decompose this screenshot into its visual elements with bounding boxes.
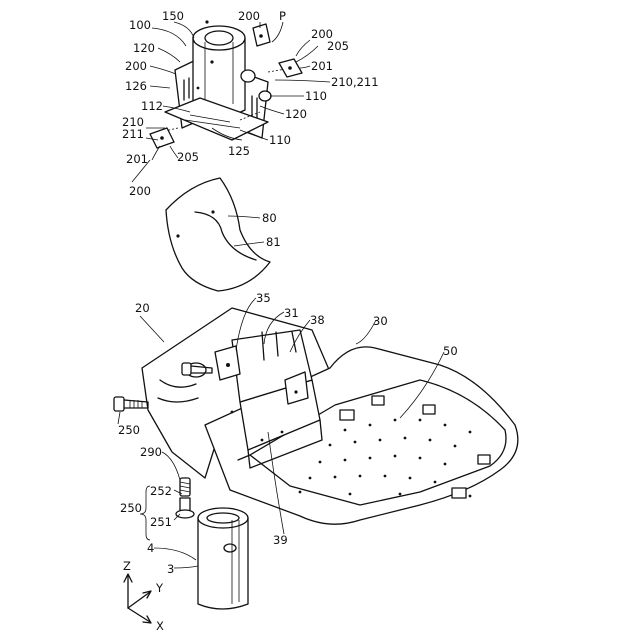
label-200-bottom: 200 (129, 184, 151, 198)
label-80: 80 (262, 211, 277, 225)
label-150: 150 (162, 9, 184, 23)
label-120-right: 120 (285, 107, 307, 121)
label-126: 126 (125, 79, 147, 93)
label-250-pin: 250 (120, 501, 142, 515)
cover-80 (166, 178, 270, 291)
label-250-side: 250 (118, 423, 140, 437)
label-125: 125 (228, 144, 250, 158)
label-4: 4 (147, 541, 154, 555)
label-31: 31 (284, 306, 299, 320)
reference-labels: 100 150 200 P 200 205 120 200 201 126 21… (118, 9, 458, 633)
label-210-211-top: 210,211 (331, 75, 379, 89)
label-100: 100 (129, 18, 151, 32)
label-3: 3 (167, 562, 174, 576)
label-35: 35 (256, 291, 271, 305)
label-50: 50 (443, 344, 458, 358)
label-200-left: 200 (125, 59, 147, 73)
label-205-top: 205 (327, 39, 349, 53)
label-20: 20 (135, 301, 150, 315)
label-201-top: 201 (311, 59, 333, 73)
label-38: 38 (310, 313, 325, 327)
clip-200-left (150, 128, 174, 148)
label-211: 211 (122, 127, 144, 141)
lower-housing (142, 308, 518, 524)
clip-200-right (279, 59, 302, 77)
axis-z-label: Z (123, 559, 131, 573)
label-252: 252 (150, 484, 172, 498)
label-110-bottom: 110 (269, 133, 291, 147)
label-81: 81 (266, 235, 281, 249)
spring-290 (180, 478, 190, 496)
bolt-250-side (114, 397, 148, 411)
label-201-bottom: 201 (126, 152, 148, 166)
label-39: 39 (273, 533, 288, 547)
label-290: 290 (140, 445, 162, 459)
label-112: 112 (141, 99, 163, 113)
label-30: 30 (373, 314, 388, 328)
clip-200-top (253, 24, 270, 46)
axis-x-label: X (156, 619, 164, 633)
label-110-top: 110 (305, 89, 327, 103)
label-251: 251 (150, 515, 172, 529)
label-P: P (279, 9, 286, 23)
label-200-top: 200 (238, 9, 260, 23)
label-205-bottom: 205 (177, 150, 199, 164)
axis-y-label: Y (155, 581, 164, 595)
post-3 (198, 508, 248, 609)
coordinate-axes (124, 574, 151, 623)
label-120-left: 120 (133, 41, 155, 55)
